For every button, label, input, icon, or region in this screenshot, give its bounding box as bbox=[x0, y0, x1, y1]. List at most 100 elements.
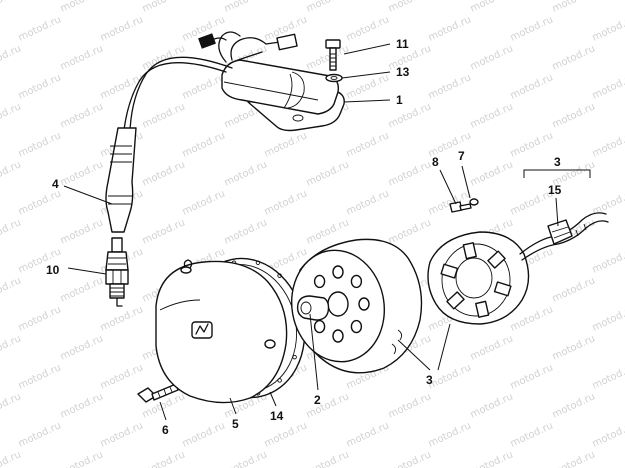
callout-3-rotor: 3 bbox=[426, 373, 433, 387]
watermark-text: motod.ru bbox=[469, 391, 515, 420]
watermark-text: motod.ru bbox=[141, 159, 187, 188]
watermark-text: motod.ru bbox=[469, 333, 515, 362]
watermark-text: motod.ru bbox=[509, 72, 555, 101]
leader-lines bbox=[63, 43, 591, 421]
watermark-text: motod.ru bbox=[387, 101, 433, 130]
watermark-text: motod.ru bbox=[551, 101, 597, 130]
watermark-text: motod.ru bbox=[0, 159, 23, 188]
watermark-text: motod.ru bbox=[591, 420, 625, 449]
watermark-text: motod.ru bbox=[305, 449, 351, 468]
watermark-text: motod.ru bbox=[59, 159, 105, 188]
watermark-text: motod.ru bbox=[181, 420, 227, 449]
flywheel-rotor bbox=[290, 238, 423, 374]
watermark-text: motod.ru bbox=[59, 0, 105, 15]
callout-8: 8 bbox=[432, 155, 439, 169]
watermark-text: motod.ru bbox=[345, 188, 391, 217]
watermark-text: motod.ru bbox=[509, 420, 555, 449]
callout-7: 7 bbox=[458, 149, 465, 163]
watermark-text: motod.ru bbox=[387, 391, 433, 420]
watermark-text: motod.ru bbox=[263, 420, 309, 449]
watermark-text: motod.ru bbox=[427, 420, 473, 449]
watermark-text: motod.ru bbox=[181, 188, 227, 217]
watermark-text: motod.ru bbox=[0, 0, 23, 15]
watermark-text: motod.ru bbox=[427, 14, 473, 43]
watermark-text: motod.ru bbox=[99, 14, 145, 43]
watermark-text: motod.ru bbox=[99, 72, 145, 101]
watermark-text: motod.ru bbox=[551, 449, 597, 468]
watermark-text: motod.ru bbox=[0, 391, 23, 420]
watermark-text: motod.ru bbox=[0, 333, 23, 362]
watermark-text: motod.ru bbox=[141, 0, 187, 15]
watermark-text: motod.ru bbox=[305, 391, 351, 420]
watermark-text: motod.ru bbox=[0, 43, 23, 72]
watermark-text: motod.ru bbox=[469, 43, 515, 72]
watermark-text: motod.ru bbox=[223, 0, 269, 15]
watermark-text: motod.ru bbox=[387, 0, 433, 15]
watermark-text: motod.ru bbox=[263, 130, 309, 159]
watermark-text: motod.ru bbox=[223, 449, 269, 468]
watermark-text: motod.ru bbox=[551, 333, 597, 362]
watermark-text: motod.ru bbox=[141, 449, 187, 468]
watermark-text: motod.ru bbox=[223, 217, 269, 246]
watermark-text: motod.ru bbox=[59, 449, 105, 468]
coil-washer bbox=[325, 73, 343, 83]
watermark-text: motod.ru bbox=[59, 275, 105, 304]
watermark-text: motod.ru bbox=[387, 217, 433, 246]
watermark-text: motod.ru bbox=[591, 246, 625, 275]
callout-1: 1 bbox=[396, 93, 403, 107]
callout-11: 11 bbox=[396, 37, 409, 51]
watermark-text: motod.ru bbox=[0, 275, 23, 304]
watermark-text: motod.ru bbox=[59, 391, 105, 420]
watermark-text: motod.ru bbox=[17, 72, 63, 101]
watermark-text: motod.ru bbox=[99, 362, 145, 391]
watermark-text: motod.ru bbox=[469, 0, 515, 15]
watermark-text: motod.ru bbox=[591, 130, 625, 159]
watermark-text: motod.ru bbox=[509, 362, 555, 391]
watermark-text: motod.ru bbox=[591, 72, 625, 101]
watermark-text: motod.ru bbox=[427, 72, 473, 101]
watermark-text: motod.ru bbox=[345, 420, 391, 449]
watermark-text: motod.ru bbox=[263, 188, 309, 217]
watermark-text: motod.ru bbox=[17, 420, 63, 449]
callout-14: 14 bbox=[270, 409, 284, 423]
watermark-text: motod.ru bbox=[305, 159, 351, 188]
watermark-text: motod.ru bbox=[469, 449, 515, 468]
callout-15: 15 bbox=[548, 183, 562, 197]
watermark-text: motod.ru bbox=[345, 130, 391, 159]
callout-5: 5 bbox=[232, 417, 239, 431]
ignition-coil bbox=[105, 31, 345, 233]
watermark-text: motod.ru bbox=[387, 43, 433, 72]
watermark-text: motod.ru bbox=[181, 72, 227, 101]
callout-4: 4 bbox=[52, 177, 59, 191]
coil-bolt bbox=[325, 39, 341, 71]
watermark-text: motod.ru bbox=[59, 333, 105, 362]
stator-cover bbox=[155, 257, 306, 404]
watermark-text: motod.ru bbox=[469, 159, 515, 188]
watermark-text: motod.ru bbox=[509, 14, 555, 43]
watermark-text: motod.ru bbox=[345, 14, 391, 43]
watermark-text: motod.ru bbox=[551, 391, 597, 420]
callout-2: 2 bbox=[314, 393, 321, 407]
watermark-text: motod.ru bbox=[427, 188, 473, 217]
watermark-text: motod.ru bbox=[141, 43, 187, 72]
watermark-text: motod.ru bbox=[141, 217, 187, 246]
callout-6: 6 bbox=[162, 423, 169, 437]
watermark-text: motod.ru bbox=[17, 130, 63, 159]
watermark-text: motod.ru bbox=[551, 275, 597, 304]
watermark-text: motod.ru bbox=[59, 101, 105, 130]
watermark-text: motod.ru bbox=[387, 449, 433, 468]
watermark-text: motod.ru bbox=[17, 362, 63, 391]
watermark-text: motod.ru bbox=[427, 362, 473, 391]
watermark-text: motod.ru bbox=[17, 188, 63, 217]
watermark-text: motod.ru bbox=[0, 449, 23, 468]
watermark-text: motod.ru bbox=[59, 43, 105, 72]
callout-10: 10 bbox=[46, 263, 60, 277]
watermark-text: motod.ru bbox=[223, 159, 269, 188]
watermark-text: motod.ru bbox=[551, 43, 597, 72]
callout-labels: 11 13 1 4 10 6 5 14 2 3 8 7 3 15 bbox=[46, 37, 562, 437]
watermark-text: motod.ru bbox=[59, 217, 105, 246]
callout-13: 13 bbox=[396, 65, 410, 79]
watermark-text: motod.ru bbox=[99, 420, 145, 449]
spark-plug bbox=[105, 237, 129, 307]
